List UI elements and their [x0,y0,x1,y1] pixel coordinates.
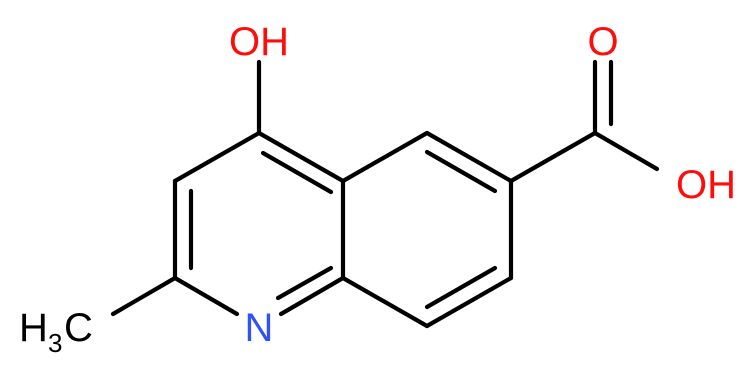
bond-c7-c8 [424,275,514,329]
methyl-subscript: 3 [48,328,62,358]
atom-nitrogen: N [245,306,274,350]
bond-n1-c8a [278,275,346,317]
methyl-h: H [19,306,48,350]
bond-c4a-c5 [340,130,430,184]
bond-c4-c4a [256,130,346,184]
bond-c4-c3 [172,130,262,184]
bond-c5-c6-inner [424,149,498,194]
bond-c6-cooh [508,130,598,184]
atom-acid-hydroxyl: OH [676,163,736,207]
atom-hydroxyl-4: OH [229,20,289,64]
bond-c5-c6 [424,130,514,184]
bond-c4-c4a-inner [260,150,334,195]
bond-n1-c8a-inner [275,265,334,301]
bond-c8-c8a [340,275,430,329]
bond-c7-c8-inner [424,265,498,310]
methyl-c: C [64,306,93,350]
bond-c2-methyl [110,275,178,317]
bond-c-oh [592,130,660,172]
atom-carbonyl-oxygen: O [587,20,618,64]
atom-methyl-group: H 3 C [19,306,93,358]
bond-c2-n1 [172,275,240,317]
